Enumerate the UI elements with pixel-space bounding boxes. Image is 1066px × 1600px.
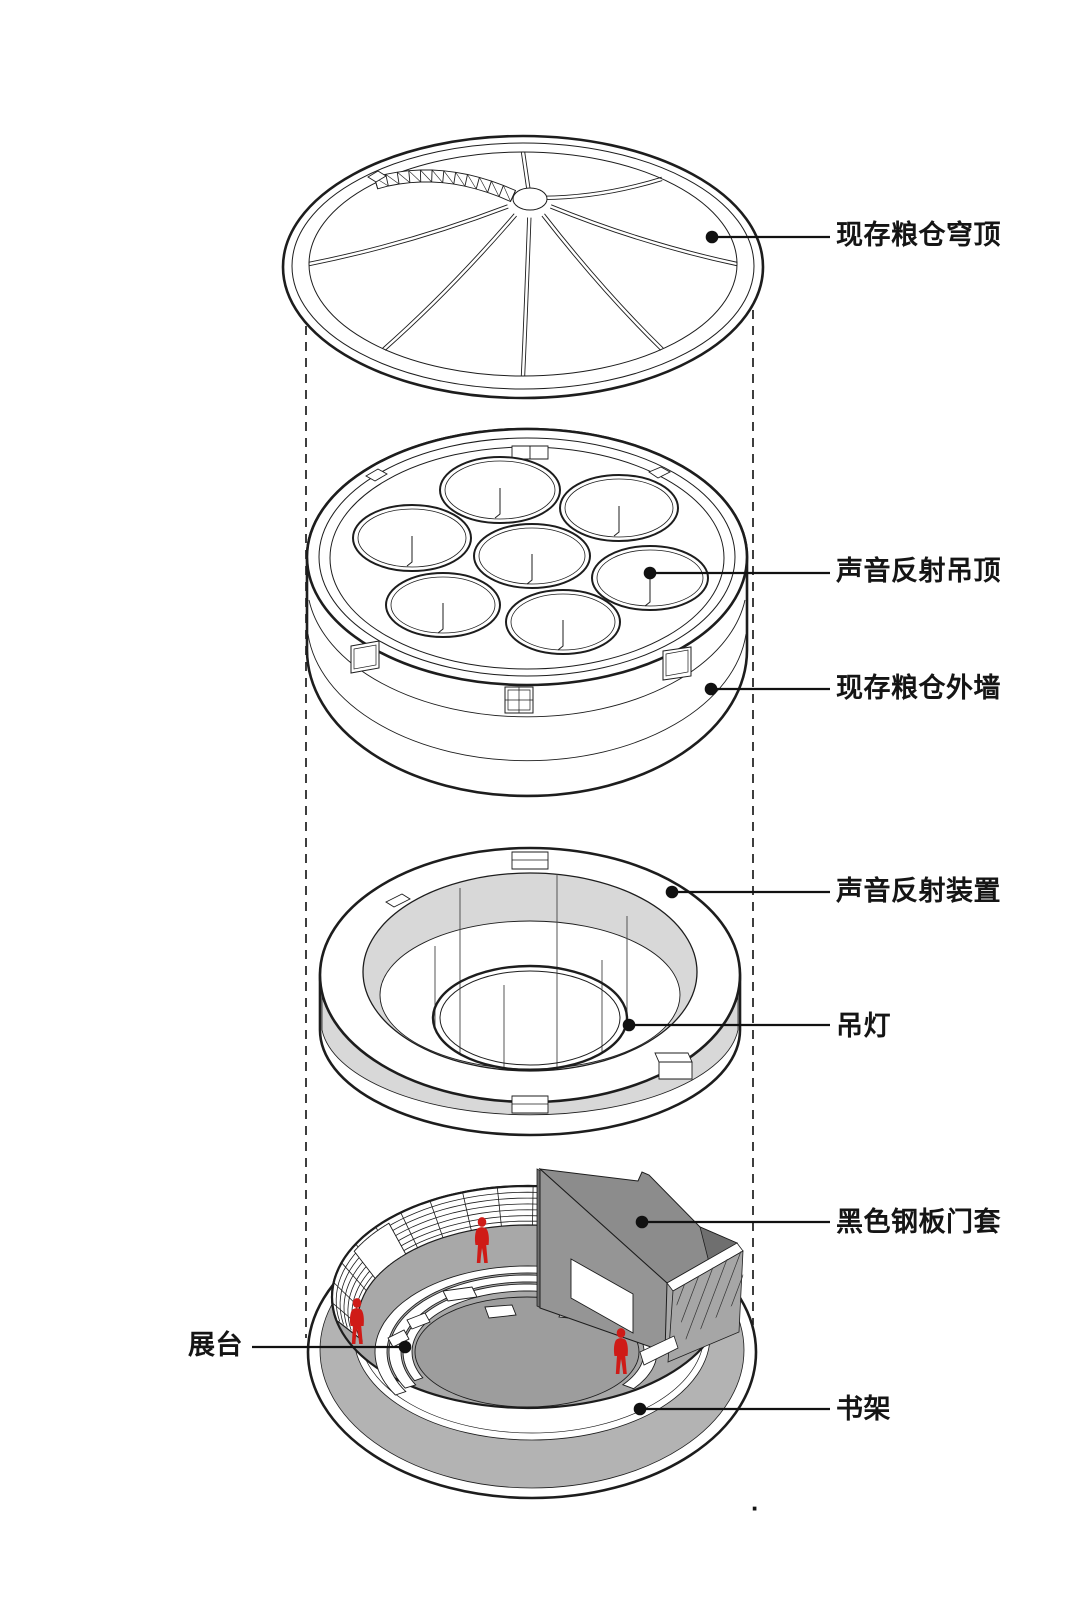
- drum-rim-notches: [365, 445, 671, 482]
- label-granary-wall: 现存粮仓外墙: [836, 672, 1001, 703]
- dome-springing-line: [308, 151, 738, 377]
- granary-wall-layer: [305, 427, 749, 798]
- door-floor-deflector: [639, 1335, 679, 1366]
- label-acoustic-device: 声音反射装置: [836, 875, 1001, 906]
- leader-lines: [252, 230, 830, 1416]
- dome-stair: [367, 169, 517, 203]
- dome-rim-inner-line: [291, 142, 755, 390]
- label-bookshelf: 书架: [836, 1393, 891, 1424]
- drum-wall-band-1: [308, 599, 746, 718]
- ground-floor-layer: [306, 1167, 758, 1500]
- drum-rim-inner: [318, 437, 736, 677]
- projection-guides: [305, 310, 754, 1338]
- acoustic-reflector-layer: [318, 846, 742, 1137]
- exhibition-blocks: [387, 1286, 593, 1348]
- dome-outer-rim: [281, 134, 765, 400]
- label-dome: 现存粮仓穹顶: [836, 219, 1001, 250]
- lamp-hanging-wires: [434, 874, 628, 1069]
- ceiling-disc: [352, 504, 472, 572]
- label-pendant-lamp: 吊灯: [836, 1010, 891, 1041]
- dome-ribs: [308, 151, 738, 377]
- label-acoustic-ceiling: 声音反射吊顶: [836, 555, 1001, 586]
- ceiling-disc: [385, 572, 501, 638]
- door-window-opening: [570, 1258, 634, 1334]
- ceiling-disc: [473, 523, 591, 589]
- ceiling-disc: [559, 474, 679, 542]
- ceiling-disc: [505, 589, 621, 655]
- dome-layer: [281, 134, 765, 400]
- label-steel-door-frame: 黑色钢板门套: [836, 1206, 1001, 1237]
- reflector-inner-surface: [379, 920, 681, 1070]
- acoustic-ceiling-discs: [352, 456, 709, 655]
- pendant-lamp-ring-inner: [439, 970, 621, 1066]
- pendant-lamp-ring: [431, 964, 629, 1072]
- reflector-notches: [385, 851, 693, 1114]
- ceiling-disc: [439, 456, 561, 524]
- dome-hub: [512, 187, 548, 211]
- label-exhibition-stand: 展台: [188, 1329, 243, 1360]
- stage-floor: [414, 1296, 640, 1408]
- drum-wall-windows: [350, 640, 692, 714]
- period-mark: .: [751, 1486, 759, 1517]
